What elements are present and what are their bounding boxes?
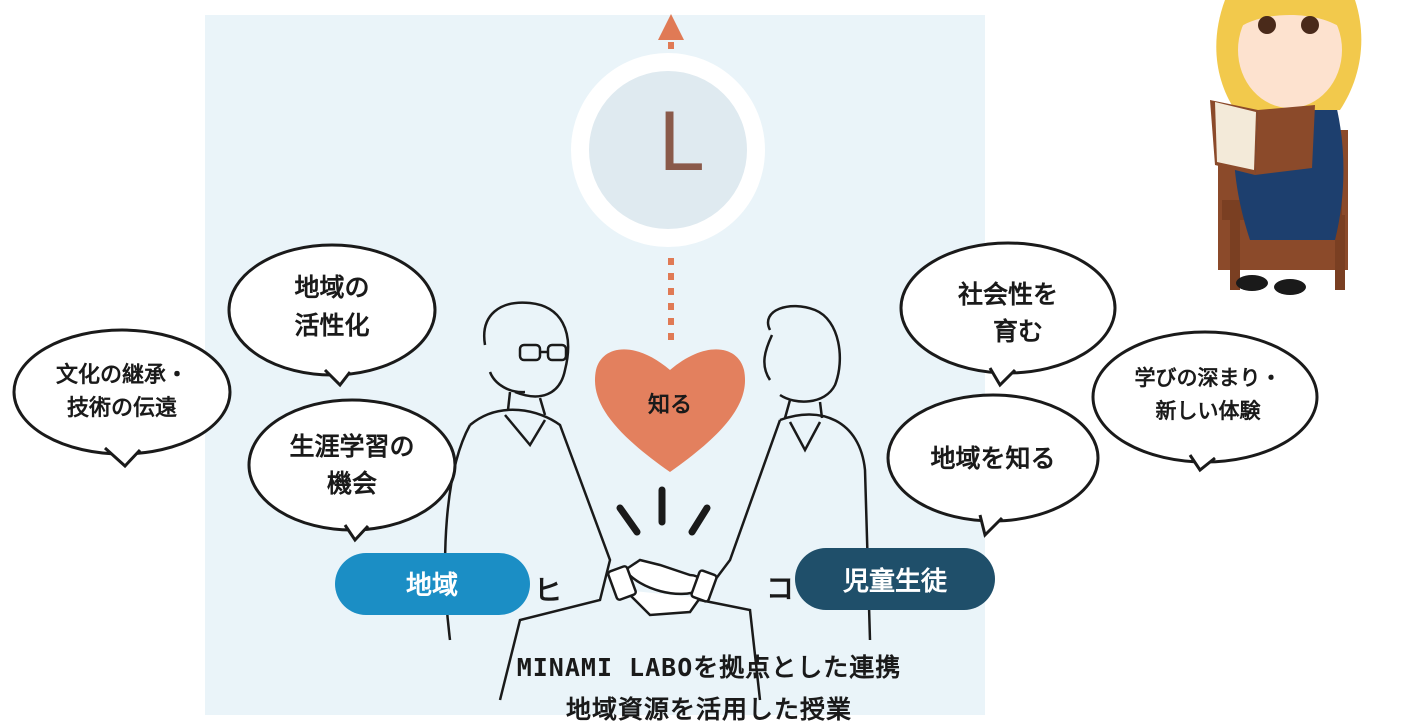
bubble-right-bottom-line1: 地域を知る [930, 444, 1055, 473]
reading-girl-illustration [1210, 0, 1362, 295]
pill-right-label: 児童生徒 [843, 566, 948, 597]
sparkle-icon [616, 486, 711, 536]
caption-line-2: 地域資源を活用した授業 [565, 695, 852, 724]
bubble-left-top: 地域の 活性化 [227, 243, 437, 388]
bubble-left-top-line1: 地域の [294, 273, 369, 302]
heart-label: 知る [648, 392, 692, 418]
bracket-right: コ [766, 572, 794, 605]
pill-left: 地域 [335, 553, 530, 615]
bubble-left-bottom-line2: 機会 [327, 469, 377, 498]
bubble-right-far-line1: 学びの深まり・ [1135, 366, 1282, 390]
bubble-right-top-line1: 社会性を [958, 280, 1058, 309]
bubble-left-far-line2: 技術の伝遠 [67, 395, 177, 421]
bubble-left-top-line2: 活性化 [294, 311, 369, 340]
letter-circle [571, 53, 765, 247]
bubble-right-far: 学びの深まり・ 新しい体験 [1091, 330, 1319, 473]
heart-icon [594, 349, 746, 472]
bubble-left-far-line1: 文化の継承・ [56, 362, 188, 388]
bubble-left-far: 文化の継承・ 技術の伝遠 [12, 328, 232, 469]
bubble-left-bottom: 生涯学習の 機会 [247, 398, 457, 543]
bubble-right-top: 社会性を 育む [899, 241, 1117, 388]
bubble-left-bottom-line1: 生涯学習の [289, 432, 414, 461]
handshake-icon [607, 558, 718, 617]
bracket-left: ヒ [534, 574, 562, 607]
arrow-letter: L [658, 96, 703, 189]
bubble-right-bottom: 地域を知る [886, 393, 1100, 538]
bubble-right-top-line2: 育む [993, 317, 1043, 346]
bubble-right-far-line2: 新しい体験 [1156, 399, 1262, 423]
pill-left-label: 地域 [406, 571, 458, 601]
caption-line-1: MINAMI LABOを拠点とした連携 [516, 653, 902, 682]
pill-right: 児童生徒 [795, 548, 995, 610]
